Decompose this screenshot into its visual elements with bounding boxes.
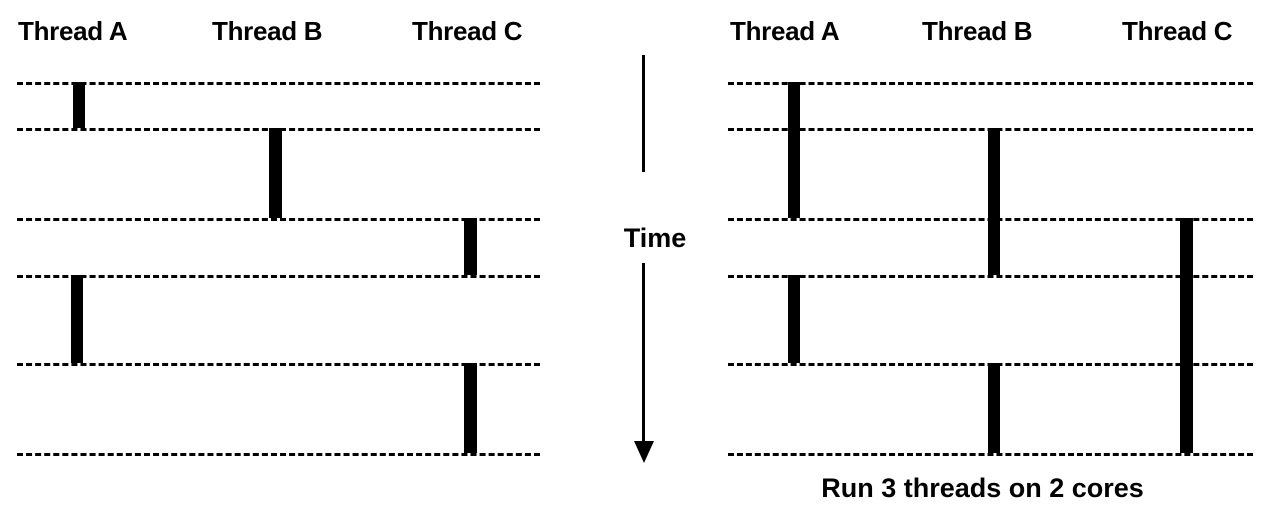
thread-label-b: Thread B [212, 16, 323, 46]
time-axis-label: Time [623, 223, 687, 253]
time-tick-line [728, 275, 1253, 278]
single-core-schedule-panel: Thread A Thread B Thread C [0, 0, 570, 523]
time-tick-line [17, 453, 540, 456]
thread-label-b: Thread B [922, 16, 1033, 46]
execution-bar-a [788, 82, 800, 218]
thread-label-c: Thread C [1122, 16, 1233, 46]
thread-label-a: Thread A [730, 16, 840, 46]
two-core-schedule-panel: Thread A Thread B Thread C [700, 0, 1265, 523]
time-axis: Time [590, 0, 720, 523]
execution-bar-b [988, 128, 1000, 275]
time-tick-line [17, 82, 540, 85]
time-arrow-stem-upper [642, 55, 645, 172]
time-tick-line [17, 218, 540, 221]
time-tick-line [728, 82, 1253, 85]
execution-bar-c [464, 218, 477, 275]
execution-bar-a [788, 275, 800, 363]
thread-label-a: Thread A [18, 16, 128, 46]
execution-bar-b [988, 363, 1000, 453]
execution-bar-a [71, 275, 83, 363]
time-arrow-stem-lower [642, 263, 645, 443]
time-tick-line [17, 363, 540, 366]
execution-bar-c [1180, 218, 1193, 453]
execution-bar-b [269, 128, 282, 218]
execution-bar-a [73, 82, 85, 128]
execution-bar-c [464, 363, 477, 453]
time-tick-line [728, 453, 1253, 456]
time-tick-line [17, 275, 540, 278]
figure-caption: Run 3 threads on 2 cores [821, 473, 1144, 503]
downward-arrow-icon [634, 441, 654, 463]
thread-label-c: Thread C [412, 16, 523, 46]
